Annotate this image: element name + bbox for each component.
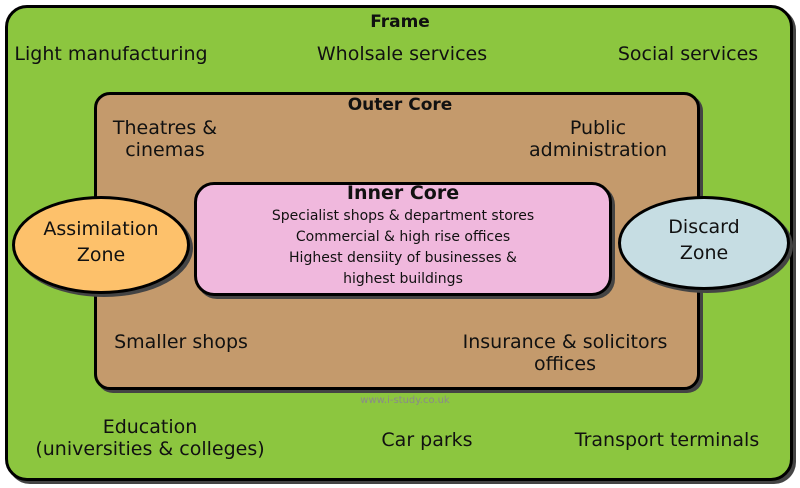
inner-core-line: Commercial & high rise offices [295, 229, 511, 245]
outer-core-item-theatres: Theatres & cinemas [112, 117, 218, 161]
frame-item-wholesale-services: Wholsale services [316, 43, 488, 65]
discard-zone-region [618, 196, 790, 290]
frame-item-light-manufacturing: Light manufacturing [14, 43, 208, 65]
assimilation-zone-region [12, 196, 190, 294]
frame-title: Frame [370, 12, 430, 32]
frame-item-education: Education (universities & colleges) [35, 416, 265, 460]
inner-core-region [194, 182, 612, 296]
outer-core-item-smaller-shops: Smaller shops [114, 331, 248, 353]
inner-core-line: Highest densiity of businesses & [289, 250, 517, 266]
inner-core-title: Inner Core [346, 182, 460, 204]
discard-zone-label: Discard Zone [668, 216, 740, 264]
inner-core-line: highest buildings [343, 271, 463, 287]
inner-core-line: Specialist shops & department stores [271, 208, 535, 224]
outer-core-item-public-administration: Public administration [528, 117, 667, 161]
frame-item-social-services: Social services [617, 43, 759, 65]
frame-item-transport-terminals: Transport terminals [574, 429, 760, 451]
frame-item-car-parks: Car parks [381, 429, 473, 451]
watermark-text: www.i-study.co.uk [360, 395, 450, 406]
assimilation-zone-label: Assimilation Zone [43, 218, 159, 266]
outer-core-item-insurance: Insurance & solicitors offices [462, 331, 668, 375]
outer-core-title: Outer Core [347, 95, 453, 115]
